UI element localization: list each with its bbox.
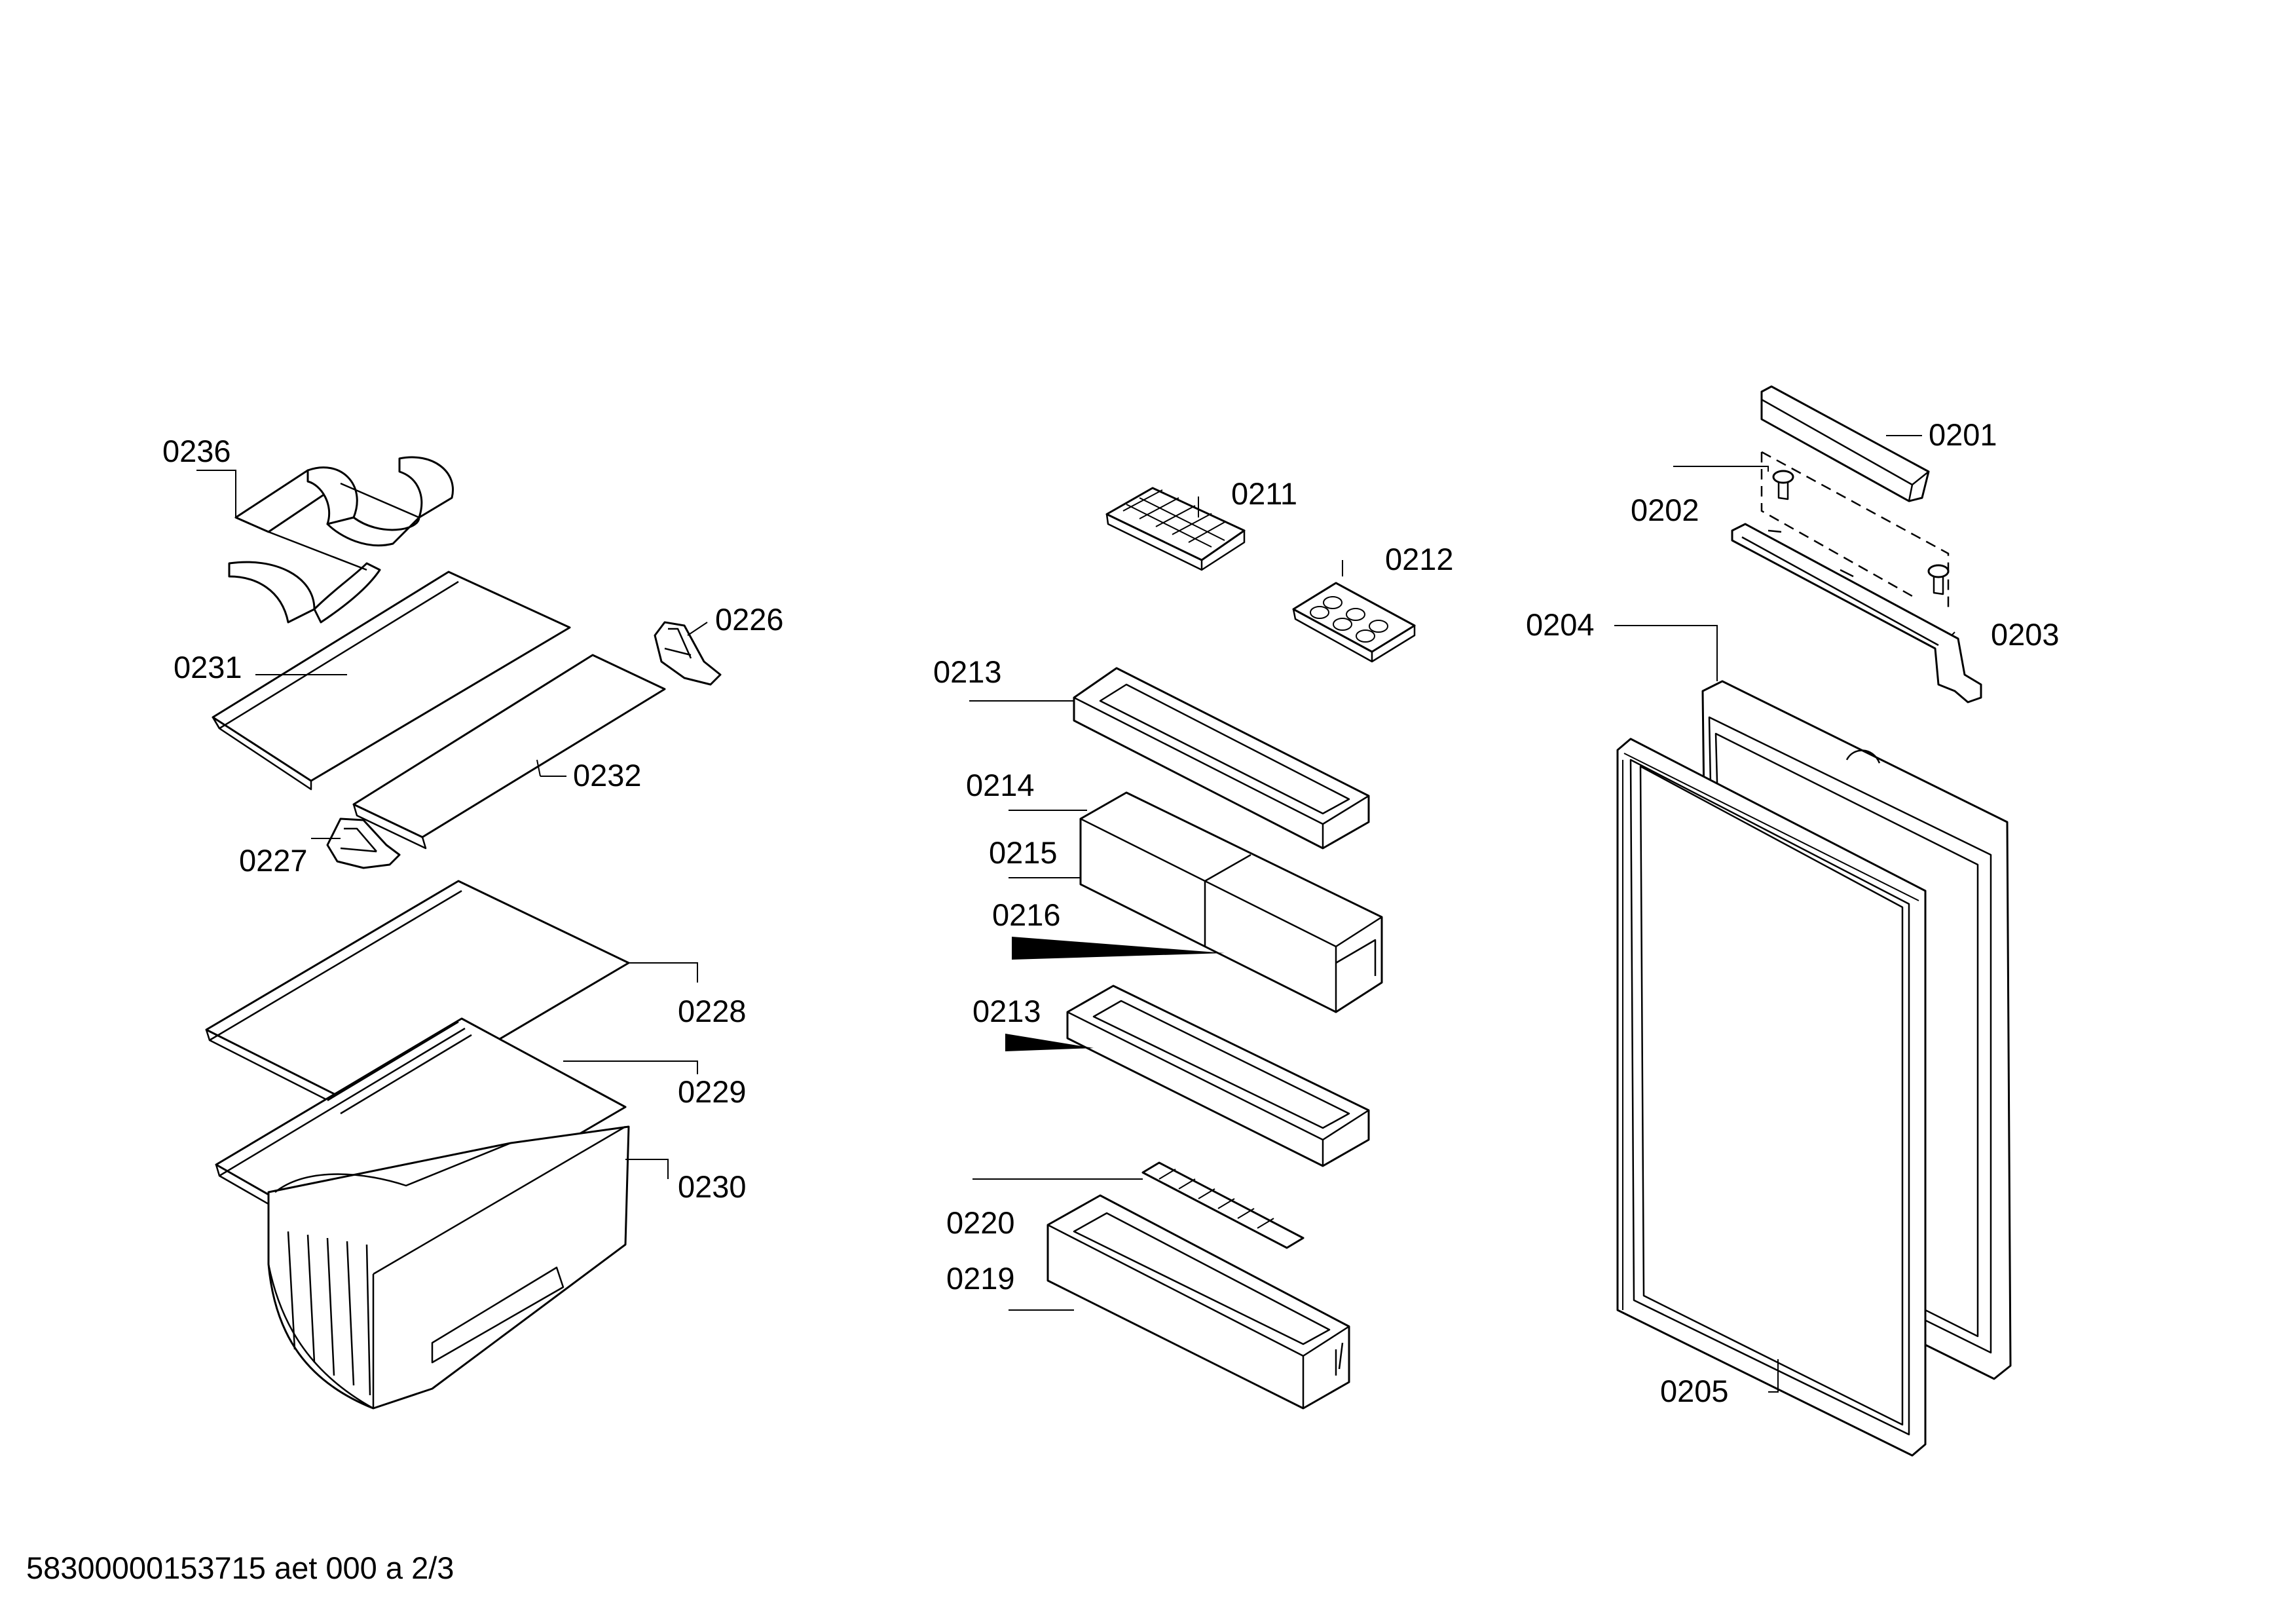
document-footer: 58300000153715 aet 000 a 2/3 (26, 1550, 454, 1585)
leader-0228 (629, 962, 698, 983)
label-0215: 0215 (989, 835, 1058, 870)
label-0211: 0211 (1231, 476, 1297, 511)
label-0204: 0204 (1526, 607, 1595, 642)
label-0212: 0212 (1385, 542, 1454, 576)
part-0236-wine-rack (228, 456, 454, 624)
part-0211-ice-tray (1105, 487, 1246, 571)
leader-0236 (196, 470, 236, 517)
part-0203-hinge-bracket (1731, 523, 1982, 704)
label-0230: 0230 (678, 1169, 747, 1204)
leader-0216 (1012, 937, 1225, 960)
leader-0203 (1951, 631, 1955, 636)
part-0213-door-shelf-middle (1066, 985, 1370, 1167)
label-0229: 0229 (678, 1074, 747, 1109)
part-0212-egg-tray (1292, 582, 1416, 663)
leader-0205 (1768, 1359, 1779, 1393)
label-0213-middle: 0213 (972, 994, 1041, 1028)
part-0213-door-shelf-upper (1073, 667, 1370, 850)
label-0202: 0202 (1631, 493, 1699, 527)
label-0213-upper: 0213 (933, 654, 1002, 689)
label-0201: 0201 (1929, 417, 1997, 452)
leader-0213b (1005, 1034, 1094, 1051)
label-0214: 0214 (966, 768, 1035, 802)
dashed-guide (1760, 451, 1950, 609)
leader-0229 (563, 1060, 698, 1074)
part-0201-hinge-cover (1760, 385, 1930, 502)
label-0203: 0203 (1991, 617, 2060, 652)
part-0220-bottle-retainer (1141, 1161, 1305, 1249)
leader-0232 (536, 759, 566, 777)
label-0228: 0228 (678, 994, 747, 1028)
part-0231-glass-shelf (212, 571, 571, 791)
part-0205-door-gasket (1616, 738, 1927, 1457)
label-0231: 0231 (174, 650, 242, 685)
label-0232: 0232 (573, 758, 642, 793)
label-0219: 0219 (946, 1261, 1015, 1296)
label-0236: 0236 (162, 434, 231, 468)
part-0232-glass-shelf (352, 654, 666, 850)
label-0220: 0220 (946, 1205, 1015, 1240)
leader-0226 (687, 622, 708, 636)
part-0226-shelf-bracket (654, 621, 722, 686)
label-0205: 0205 (1660, 1374, 1729, 1408)
label-0227: 0227 (239, 843, 308, 878)
part-0227-shelf-bracket (326, 817, 401, 869)
part-0219-bottle-shelf (1046, 1194, 1350, 1410)
part-0214-covered-door-shelf (1079, 791, 1383, 1013)
label-0216: 0216 (992, 897, 1061, 932)
leader-0230 (625, 1159, 669, 1179)
label-0226: 0226 (715, 602, 784, 637)
leader-0204 (1614, 625, 1718, 681)
part-0230-crisper-drawer (267, 1125, 630, 1410)
leader-0202 (1673, 466, 1769, 472)
part-0202-screw (1772, 470, 1950, 595)
